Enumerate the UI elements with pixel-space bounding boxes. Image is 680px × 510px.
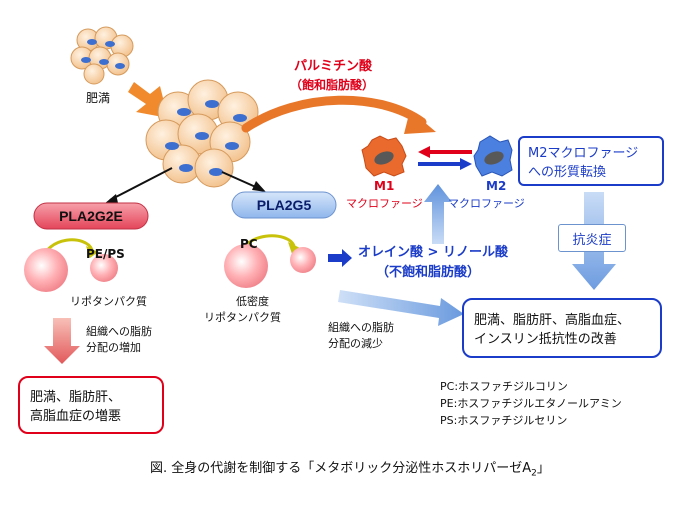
m2-box-line2: への形質転換 [528, 165, 607, 180]
improvement-box: 肥満、脂肪肝、高脂血症、 インスリン抵抗性の改善 [462, 298, 662, 358]
small-adipose-cluster-icon [70, 26, 134, 85]
pla2g2e-pill-bg [33, 202, 149, 230]
palmitic-acid-label: パルミチン酸 [294, 59, 373, 74]
abbreviation-legend: PC:ホスファチジルコリン PE:ホスファチジルエタノールアミン PS:ホスファ… [440, 378, 622, 429]
m2-sublabel: マクロファージ [448, 197, 525, 210]
legend-pc-abbr: PC [440, 380, 455, 393]
palmitic-acid-arrow [241, 95, 427, 133]
ldl-line1: 低密度 [236, 295, 269, 308]
pla2g5-pill: PLA2G5 [256, 197, 312, 213]
lipoprotein-small-left [90, 254, 118, 282]
pe-ps-label: PE/PS [86, 247, 125, 261]
lipoprotein-large-right [224, 244, 268, 288]
anti-inflammatory-box: 抗炎症 [558, 224, 626, 252]
legend-ps-desc: ホスファチジルセリン [457, 414, 568, 427]
decrease-diagonal-arrow [338, 290, 464, 326]
legend-pc: PC:ホスファチジルコリン [440, 380, 568, 393]
legend-ps: PS:ホスファチジルセリン [440, 414, 568, 427]
worsen-line1: 肥満、脂肪肝、 [30, 390, 122, 405]
pc-label: PC [240, 237, 258, 251]
oleic-label: オレイン酸 > リノール酸 [358, 245, 508, 260]
legend-pe-abbr: PE [440, 397, 454, 410]
anti-inflammatory-label: 抗炎症 [572, 232, 612, 248]
figure-caption: 図. 全身の代謝を制御する「メタボリック分泌性ホスホリパーゼA2」 [150, 461, 550, 479]
alloc-decrease-line2: 分配の減少 [328, 337, 383, 350]
alloc-increase-line2: 分配の増加 [86, 341, 141, 354]
alloc-decrease-line1: 組織への脂肪 [328, 321, 394, 334]
legend-pe-desc: ホスファチジルエタノールアミン [457, 397, 622, 410]
worsen-line2: 高脂血症の増悪 [30, 409, 122, 424]
worsening-box: 肥満、脂肪肝、 高脂血症の増悪 [18, 376, 164, 434]
legend-pe: PE:ホスファチジルエタノールアミン [440, 397, 622, 410]
palmitic-acid-arrowhead [404, 110, 436, 134]
improve-line2: インスリン抵抗性の改善 [474, 332, 617, 347]
oleic-sub: （不飽和脂肪酸） [376, 265, 481, 280]
m2-box-line1: M2マクロファージ [528, 146, 639, 161]
ldl-line2: リポタンパク質 [204, 311, 281, 324]
m1-label: M1 [374, 179, 395, 193]
m2-macrophage-icon [473, 135, 513, 177]
lipoprotein-label: リポタンパク質 [70, 295, 147, 308]
m2-transformation-box: M2マクロファージ への形質転換 [518, 136, 664, 186]
arrow-to-oleic [328, 249, 352, 267]
obesity-label: 肥満 [86, 91, 111, 105]
m2-label: M2 [486, 179, 507, 193]
caption-text: 図. 全身の代謝を制御する「メタボリック分泌性ホスホリパーゼA [150, 461, 532, 476]
arrow-to-pla2g5 [252, 181, 266, 192]
legend-pc-desc: ホスファチジルコリン [458, 380, 568, 393]
lipoprotein-small-right [290, 247, 316, 273]
lipoprotein-large-left [24, 248, 68, 292]
pla2g5-pill-bg [231, 191, 337, 219]
arrow-to-pla2g2e [104, 194, 118, 204]
oleic-to-m2-up-arrow [424, 184, 452, 244]
large-adipose-cluster-icon [145, 79, 259, 188]
palmitic-acid-sub: （飽和脂肪酸） [290, 78, 375, 92]
alloc-increase-line1: 組織への脂肪 [86, 325, 152, 338]
legend-ps-abbr: PS [440, 414, 454, 427]
pla2g2e-pill: PLA2G2E [59, 208, 123, 224]
m1-sublabel: マクロファージ [346, 197, 423, 210]
increase-down-arrow [44, 318, 80, 364]
m1-macrophage-icon [361, 135, 407, 177]
caption-subscript: 2 [531, 468, 537, 479]
caption-close: 」 [536, 461, 550, 476]
improve-line1: 肥満、脂肪肝、高脂血症、 [474, 313, 631, 328]
